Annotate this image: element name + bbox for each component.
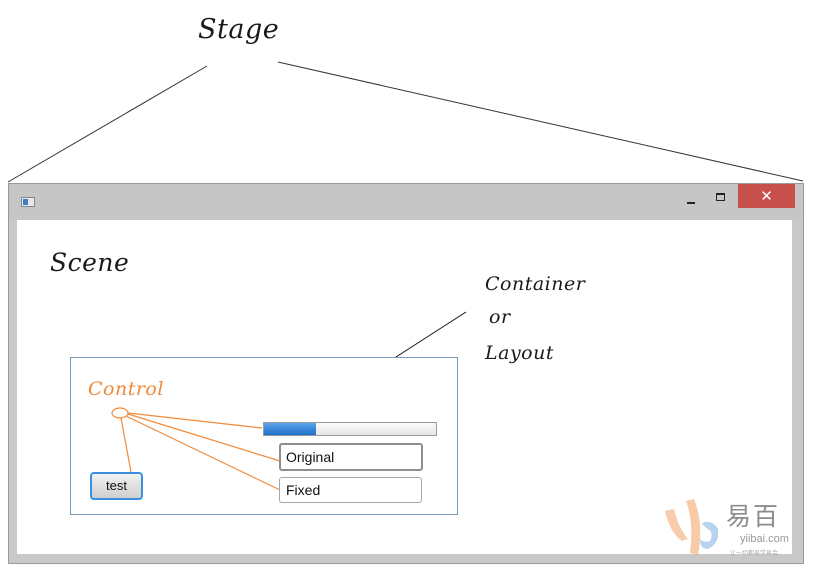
fixed-text-field[interactable]: Fixed [279,477,422,503]
maximize-icon [716,193,725,201]
maximize-button[interactable] [707,184,735,210]
minimize-button[interactable] [677,184,705,210]
title-bar[interactable]: ✕ [9,184,803,220]
stage-right-line [277,61,804,182]
container-label: Container [485,273,586,295]
watermark-text: 易百 [726,502,781,531]
close-icon: ✕ [760,187,773,205]
scene-label: Scene [50,248,130,277]
watermark-domain: yiibai.com [740,533,789,545]
layout-label: Layout [485,342,554,364]
stage-left-line [7,65,208,183]
progress-fill [264,423,316,435]
watermark-tagline: 让一切都易学易会 [730,550,779,557]
minimize-icon [687,202,695,204]
test-button[interactable]: test [90,472,143,500]
yiibai-logo-icon [665,499,719,555]
container-or-label: or [489,306,511,328]
control-label: Control [88,378,164,400]
stage-label: Stage [198,14,280,45]
app-window-icon [21,197,35,207]
original-text-field[interactable]: Original [279,443,423,471]
progress-bar [263,422,437,436]
close-button[interactable]: ✕ [738,184,795,208]
